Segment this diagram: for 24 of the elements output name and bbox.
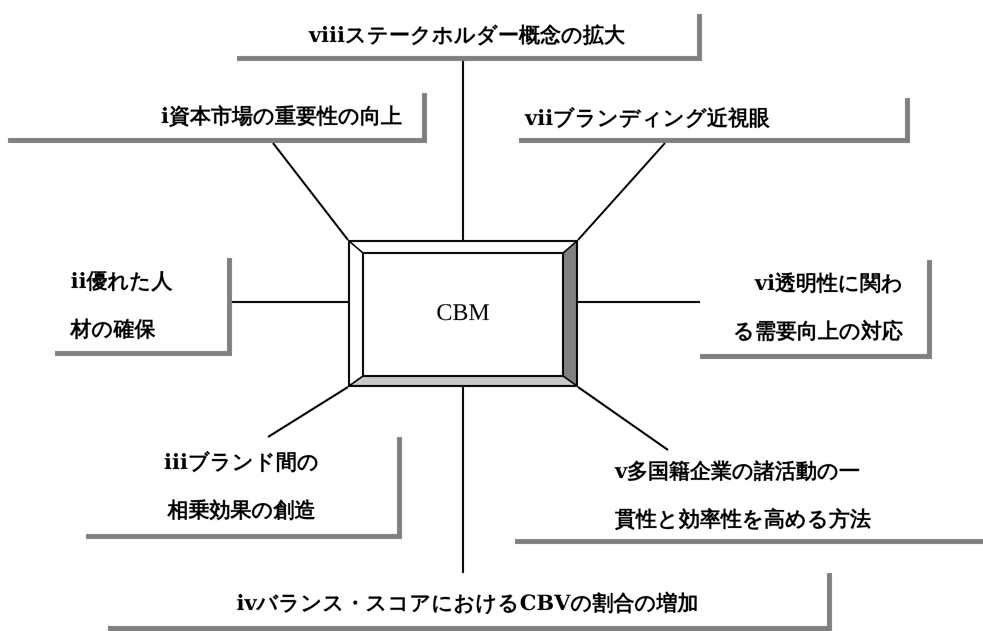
connector-line [267,386,349,438]
heading-text: ⅴ多国籍企業の諸活動の一貫性と効率性を高める方法 [615,456,872,532]
underline-frame [700,260,932,359]
heading-text: ⅷステークホルダー概念の拡大 [308,21,626,49]
connector-line [462,387,464,573]
heading-text: ⅰ資本市場の重要性の向上 [161,102,402,130]
connector-line [578,301,700,303]
connector-line [272,142,349,241]
connector-line [577,386,669,451]
underline-frame [86,437,402,539]
connector-line [577,142,666,241]
underline-frame [8,93,427,143]
connector-line [232,301,348,303]
box-label: CBM [436,300,490,327]
underline-frame [519,98,910,143]
connector-line [462,61,464,240]
underline-frame [55,258,232,356]
underline-frame [108,573,832,631]
heading-text: ⅳバランス・スコアにおけるCBVの割合の増加 [236,588,698,616]
heading-text: ⅵ透明性に関わる需要向上の対応 [732,269,903,345]
underline-frame [237,14,702,61]
heading-text: ⅲブランド間の相乗効果の創造 [163,448,320,524]
heading-text: ⅱ優れた人材の確保 [70,266,174,342]
heading-text: ⅶブランディング近視眼 [525,104,770,132]
